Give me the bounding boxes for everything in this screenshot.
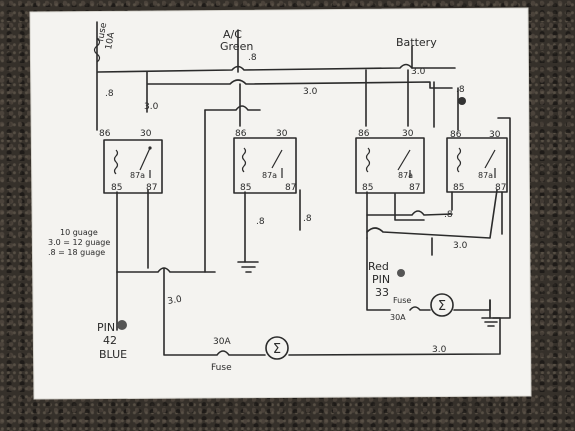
wire-label: .8 xyxy=(105,89,114,99)
fuse-bottom-amp: 30A xyxy=(213,337,231,347)
wire-label: 3.0 xyxy=(453,241,468,251)
wire-label: .8 xyxy=(248,53,257,63)
fuse-top-label: fuse xyxy=(96,22,109,43)
pin42-number: 42 xyxy=(103,334,117,347)
relay-pin-87a: 87a xyxy=(130,171,145,180)
wire-label: .8 xyxy=(303,214,312,224)
wire-label: 3.0 xyxy=(411,67,426,77)
red-pin-pin: PIN xyxy=(372,273,390,286)
scribble-dot xyxy=(397,269,405,277)
relay-pin-87: 87 xyxy=(285,183,296,193)
wire-label: 3.0 xyxy=(167,295,183,307)
labels: fuse 10A A/C Green Battery 10 guage 3.0 … xyxy=(48,22,437,373)
relay-pin-87: 87 xyxy=(146,183,157,193)
relay-pin-87a: 87a xyxy=(262,171,277,180)
relay-2 xyxy=(233,137,297,194)
relay-4 xyxy=(446,137,508,193)
relay-pin-87: 87 xyxy=(409,183,420,193)
relay-pin-87: 87 xyxy=(495,183,506,193)
relay-pin-86: 86 xyxy=(235,129,247,139)
pin42-label: PIN xyxy=(97,321,115,334)
pin42-color: BLUE xyxy=(99,348,127,361)
gauge-legend-2: 3.0 = 12 guage xyxy=(48,238,110,247)
ac-label: A/C xyxy=(223,28,242,41)
wires xyxy=(93,21,511,356)
wire-label: .8 xyxy=(256,217,265,227)
fuse-right-amp: 30A xyxy=(390,313,406,322)
relay-1-pins: 86 30 87a 85 87 xyxy=(99,129,157,193)
gauge-legend-3: .8 = 18 guage xyxy=(48,248,105,257)
fuse-bottom-label: Fuse xyxy=(211,363,232,373)
paper-sheet xyxy=(29,7,532,400)
relay-pin-30: 30 xyxy=(402,129,414,139)
gauge-legend-1: 10 guage xyxy=(60,228,98,237)
relay-pin-87a: 87a xyxy=(398,171,413,180)
relay-pin-86: 86 xyxy=(450,130,462,140)
relay-pin-30: 30 xyxy=(140,129,152,139)
relay-pin-85: 85 xyxy=(111,183,122,193)
fan-motor-right: Σ xyxy=(430,293,454,317)
red-pin-number: 33 xyxy=(375,286,389,299)
relay-pin-86: 86 xyxy=(358,129,370,139)
wire-label: 3.0 xyxy=(144,102,159,112)
ac-color-label: Green xyxy=(220,40,253,53)
motor-symbol-bottom: Σ xyxy=(273,342,281,357)
relay-pin-85: 85 xyxy=(240,183,251,193)
relay-pin-86: 86 xyxy=(99,129,111,139)
fuse-right-label: Fuse xyxy=(393,296,411,305)
wire-label: 3.0 xyxy=(303,87,318,97)
scribble-dot xyxy=(458,97,466,105)
fan-motor-bottom: Σ xyxy=(265,336,289,360)
relay-1 xyxy=(103,139,163,194)
scribble-dot xyxy=(117,320,127,330)
relay-pin-85: 85 xyxy=(362,183,373,193)
relay-3 xyxy=(355,137,425,194)
wire-label: 3.0 xyxy=(432,345,447,355)
wire-gauge-labels: .8 .8 3.0 3.0 3.0 .8 .8 .8 .8 3.0 3.0 3.… xyxy=(105,53,468,355)
motor-symbol-right: Σ xyxy=(438,299,446,314)
relay-2-pins: 86 30 87a 85 87 xyxy=(235,129,296,193)
relay-pin-85: 85 xyxy=(453,183,464,193)
red-pin-label: Red xyxy=(368,260,389,273)
relay-3-pins: 86 30 87a 85 87 xyxy=(358,129,420,193)
fuse-top-amp: 10A xyxy=(104,31,117,51)
relay-pin-87a: 87a xyxy=(478,171,493,180)
relay-pin-30: 30 xyxy=(276,129,288,139)
battery-label: Battery xyxy=(396,36,437,49)
wire-label: .8 xyxy=(456,85,465,95)
wire-label: .8 xyxy=(444,210,453,220)
relay-4-pins: 86 30 87a 85 87 xyxy=(450,130,506,193)
relay-pin-30: 30 xyxy=(489,130,501,140)
